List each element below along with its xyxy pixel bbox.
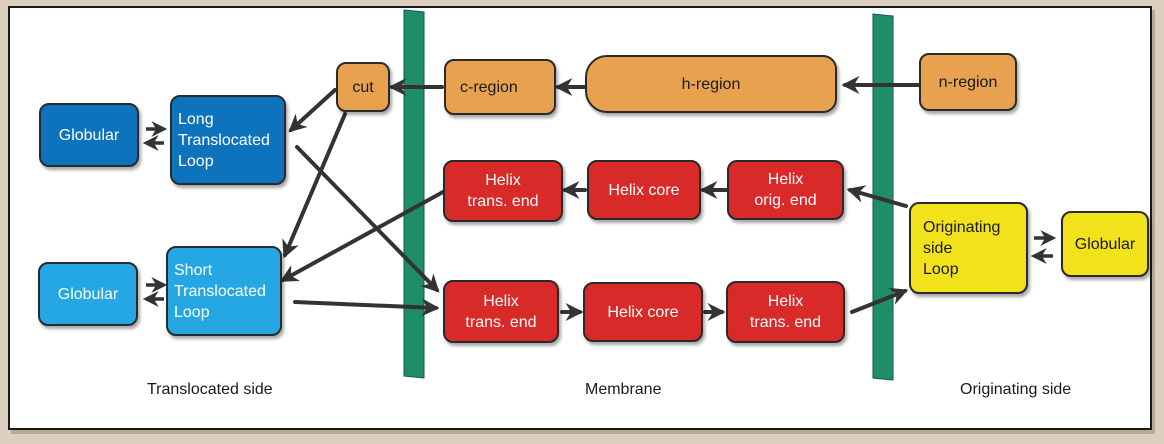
globular-right-node: Globular: [1061, 211, 1149, 277]
arrow-short-loop-to-helix-bottom: [293, 298, 440, 317]
helix-core-bottom-node: Helix core: [583, 282, 703, 342]
globular-top-left-node: Globular: [39, 103, 139, 167]
originating-side-loop-node: Originating side Loop: [909, 202, 1028, 294]
arrow-orig-to-helix-orig: [846, 185, 908, 208]
short-translocated-loop-node: Short Translocated Loop: [166, 246, 282, 336]
helix-trans-end-bottom-left-node: Helix trans. end: [443, 280, 559, 343]
originating-side-label: Originating side: [960, 381, 1072, 398]
membrane-label: Membrane: [585, 381, 662, 398]
n-region-node: n-region: [919, 53, 1017, 111]
long-translocated-loop-node: Long Translocated Loop: [170, 95, 286, 185]
arrow-cut-to-long-loop: [288, 88, 337, 133]
arrow-long-loop-to-helix-bottom: [295, 145, 440, 293]
cut-node: cut: [336, 62, 390, 112]
membrane-left: [403, 9, 425, 379]
arrow-trans-bottom-to-orig: [850, 287, 909, 314]
arrow-helix-top-to-short-loop: [279, 190, 445, 282]
helix-core-top-node: Helix core: [587, 160, 701, 220]
arrow-cut-to-short-loop: [282, 112, 347, 259]
globular-bottom-left-node: Globular: [38, 262, 138, 326]
membrane-right: [872, 13, 894, 381]
translocated-side-label: Translocated side: [147, 381, 273, 398]
helix-orig-end-node: Helix orig. end: [727, 160, 844, 220]
helix-trans-end-top-node: Helix trans. end: [443, 160, 563, 222]
helix-trans-end-bottom-right-node: Helix trans. end: [726, 281, 845, 343]
c-region-node: c-region: [444, 59, 556, 115]
h-region-node: h-region: [585, 55, 837, 113]
